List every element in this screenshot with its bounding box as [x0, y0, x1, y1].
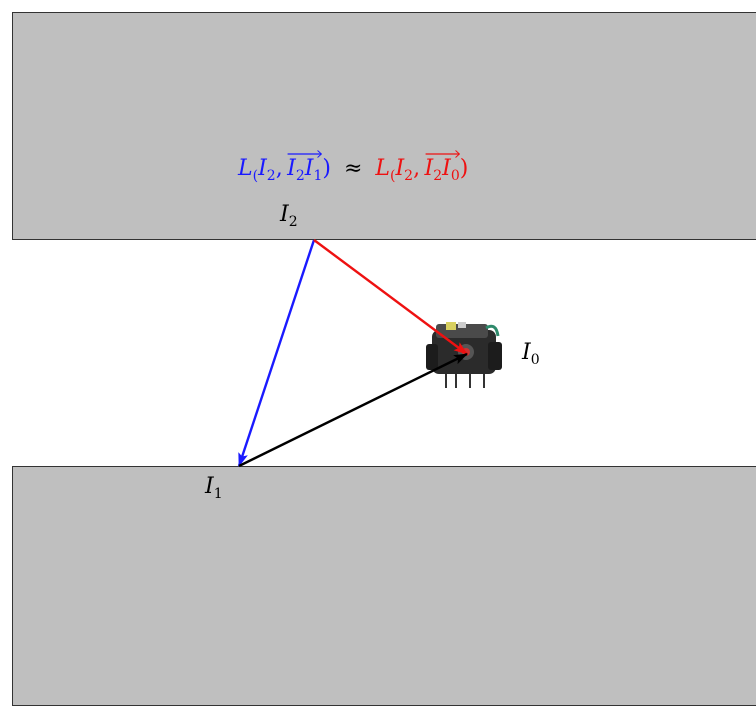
arrow-I1-to-I0 [239, 354, 467, 466]
label-I2-base: I [280, 202, 289, 227]
label-I2-sub: 2 [289, 214, 298, 230]
label-I1-sub: 1 [214, 486, 223, 502]
label-I1-base: I [205, 474, 214, 499]
arrow-I2-to-I1 [239, 240, 314, 466]
label-I0-base: I [522, 340, 531, 365]
diagram-canvas: L(I2, I2I1) ≈ L(I2, I2I0) [0, 0, 756, 686]
arrow-I2-to-I0 [314, 240, 467, 354]
label-I2: I2 [280, 204, 298, 229]
label-I0-sub: 0 [531, 352, 540, 368]
arrows-layer [0, 0, 756, 686]
label-I0: I0 [522, 342, 540, 367]
label-I1: I1 [205, 476, 223, 501]
